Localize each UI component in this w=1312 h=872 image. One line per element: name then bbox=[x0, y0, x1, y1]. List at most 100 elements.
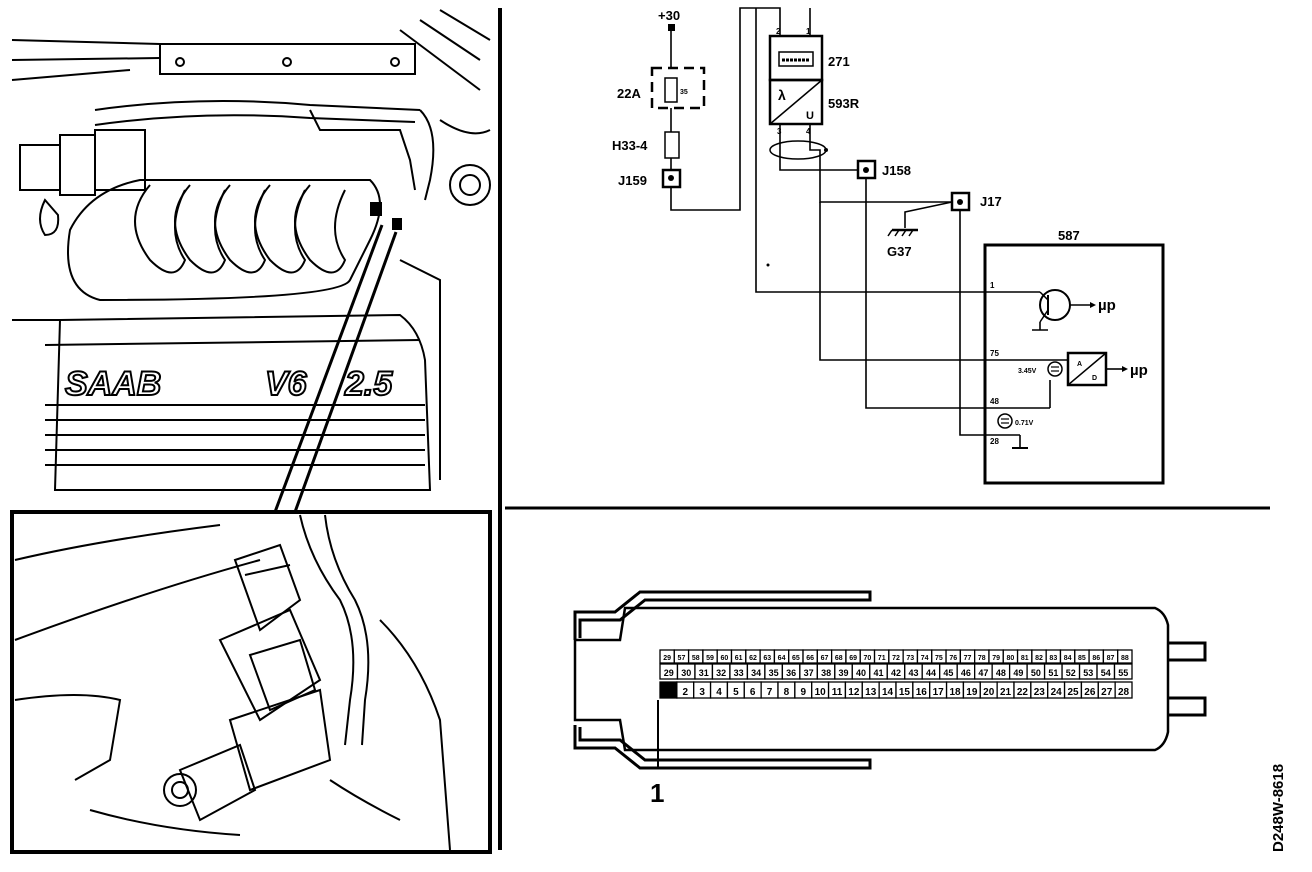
relay-271-label: 271 bbox=[828, 54, 850, 69]
top-row-pin-label: 70 bbox=[863, 655, 871, 662]
top-row-pin-label: 69 bbox=[849, 655, 857, 662]
relay-271-box bbox=[768, 34, 824, 82]
oxygen-sensor-593r-label: 593R bbox=[828, 96, 860, 111]
bottom-row-pin-label: 14 bbox=[882, 687, 894, 698]
bottom-row-pin-label: 3 bbox=[699, 687, 705, 698]
fuse-ref: 22A bbox=[617, 86, 641, 101]
relay-271-pin-2: 2 bbox=[776, 27, 781, 36]
bottom-row-pin-label: 23 bbox=[1034, 687, 1046, 698]
sensor-pin-4: 4 bbox=[806, 127, 811, 136]
middle-row-pin-label: 47 bbox=[978, 668, 988, 678]
wiring-schematic: +30 35 22A H33-4 J159 2 1 271 λ U 593R 3… bbox=[612, 7, 1165, 485]
connector-pin-cell bbox=[1113, 663, 1133, 680]
oxygen-sensor-593r-box bbox=[768, 78, 824, 126]
middle-row-pin-label: 44 bbox=[926, 668, 936, 678]
bottom-row-pin-label: 26 bbox=[1084, 687, 1096, 698]
top-row-pin-label: 87 bbox=[1107, 655, 1115, 662]
bottom-row-pin-label: 6 bbox=[750, 687, 756, 698]
top-row-pin-label: 77 bbox=[964, 655, 972, 662]
middle-row-pin-label: 43 bbox=[908, 668, 918, 678]
top-row-pin-label: 58 bbox=[692, 655, 700, 662]
bottom-row-pin-label: 17 bbox=[933, 687, 945, 698]
middle-row-pin-label: 30 bbox=[681, 668, 691, 678]
bottom-row-pin-label: 13 bbox=[865, 687, 877, 698]
middle-row-pin-label: 32 bbox=[716, 668, 726, 678]
bottom-row-pin-label: 25 bbox=[1067, 687, 1079, 698]
bottom-row-pin-label: 5 bbox=[733, 687, 739, 698]
bottom-row-pin-label: 11 bbox=[832, 687, 843, 698]
middle-row-pin-label: 39 bbox=[839, 668, 849, 678]
middle-row-pin-label: 45 bbox=[943, 668, 953, 678]
bottom-row-pin-label: 7 bbox=[767, 687, 773, 698]
bottom-row-pin-label: 21 bbox=[1000, 687, 1012, 698]
top-row-pin-label: 83 bbox=[1049, 655, 1057, 662]
top-row-pin-label: 67 bbox=[821, 655, 829, 662]
bottom-row-pin-label: 24 bbox=[1051, 687, 1063, 698]
middle-row-pin-label: 51 bbox=[1048, 668, 1058, 678]
bottom-row-pin-label: 22 bbox=[1017, 687, 1029, 698]
reference-voltage-low: 0.71V bbox=[1015, 420, 1034, 427]
top-row-pin-label: 74 bbox=[921, 655, 929, 662]
bottom-row-pin-label: 9 bbox=[801, 687, 807, 698]
middle-row-pin-label: 46 bbox=[961, 668, 971, 678]
top-row-pin-label: 75 bbox=[935, 655, 943, 662]
top-row-pin-label: 66 bbox=[806, 655, 814, 662]
adc-top-label: A bbox=[1077, 361, 1082, 368]
top-row-pin-label: 88 bbox=[1121, 655, 1129, 662]
bottom-row-pin-label: 2 bbox=[683, 687, 689, 698]
pin-1-callout: 1 bbox=[650, 778, 664, 808]
bottom-row-pin-label: 12 bbox=[848, 687, 860, 698]
bottom-row-pin-label: 4 bbox=[716, 687, 722, 698]
top-row-pin-label: 81 bbox=[1021, 655, 1029, 662]
ecu-587-box bbox=[983, 243, 1165, 485]
top-row-pin-label: 86 bbox=[1092, 655, 1100, 662]
ecu-587-label: 587 bbox=[1058, 228, 1080, 243]
middle-row-pin-label: 41 bbox=[874, 668, 884, 678]
middle-row-pin-label: 48 bbox=[996, 668, 1006, 678]
middle-row-pin-label: 34 bbox=[751, 668, 761, 678]
top-row-pin-label: 62 bbox=[749, 655, 757, 662]
middle-row-pin-label: 50 bbox=[1031, 668, 1041, 678]
middle-row-pin-label: 40 bbox=[856, 668, 866, 678]
ecu-pin-1: 1 bbox=[990, 281, 995, 290]
middle-row-pin-label: 38 bbox=[821, 668, 831, 678]
top-row-pin-label: 64 bbox=[778, 655, 786, 662]
top-row-pin-label: 79 bbox=[992, 655, 1000, 662]
supply-label: +30 bbox=[658, 8, 680, 23]
connector-pin-cell bbox=[1117, 649, 1133, 664]
junction-j158-label: J158 bbox=[882, 163, 911, 178]
bottom-row-pin-label: 16 bbox=[916, 687, 928, 698]
top-row-pin-label: 72 bbox=[892, 655, 900, 662]
top-row-pin-label: 78 bbox=[978, 655, 986, 662]
top-row-pin-label: 84 bbox=[1064, 655, 1072, 662]
top-row-pin-label: 76 bbox=[949, 655, 957, 662]
junction-j159-label: J159 bbox=[618, 173, 647, 188]
top-row-pin-label: 68 bbox=[835, 655, 843, 662]
top-row-pin-label: 65 bbox=[792, 655, 800, 662]
bottom-row-pin-label: 20 bbox=[983, 687, 995, 698]
bottom-row-pin-label: 8 bbox=[784, 687, 790, 698]
top-row-pin-label: 73 bbox=[906, 655, 914, 662]
middle-row-pin-label: 35 bbox=[769, 668, 779, 678]
reference-voltage-high: 3.45V bbox=[1018, 368, 1037, 375]
fuse-value: 35 bbox=[680, 89, 688, 96]
bottom-row-pin-label: 10 bbox=[815, 687, 827, 698]
middle-row-pin-label: 49 bbox=[1013, 668, 1023, 678]
bottom-row-pin-label: 28 bbox=[1118, 687, 1130, 698]
microprocessor-label-1: µp bbox=[1098, 297, 1116, 314]
middle-row-pin-label: 55 bbox=[1118, 668, 1128, 678]
ecu-pin-28: 28 bbox=[990, 437, 999, 446]
adc-bottom-label: D bbox=[1092, 375, 1097, 382]
bottom-row-pin-label: 18 bbox=[949, 687, 961, 698]
engine-bay-illustration: SAAB V6 2.5 bbox=[11, 9, 491, 513]
connector-h33-label: H33-4 bbox=[612, 138, 648, 153]
bottom-row-pin-label: 15 bbox=[899, 687, 911, 698]
top-row-pin-label: 59 bbox=[706, 655, 714, 662]
top-row-pin-label: 82 bbox=[1035, 655, 1043, 662]
middle-row-pin-label: 42 bbox=[891, 668, 901, 678]
connector-pin-cell bbox=[1114, 681, 1133, 699]
top-row-pin-label: 60 bbox=[720, 655, 728, 662]
sensor-u-symbol: U bbox=[806, 110, 814, 122]
